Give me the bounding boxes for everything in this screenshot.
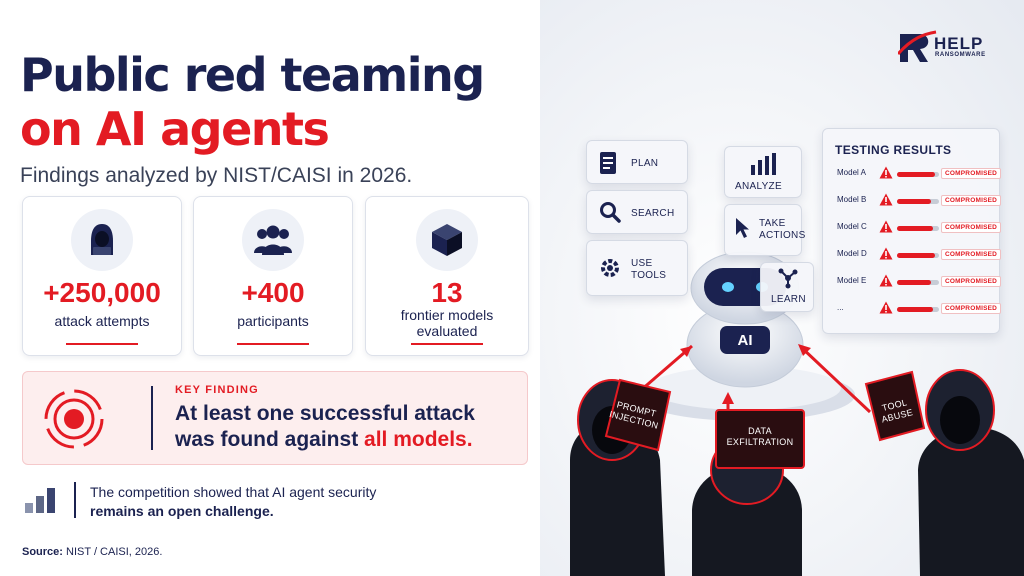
- stat-underline: [66, 343, 138, 345]
- source-label: Source:: [22, 546, 63, 558]
- warning-icon: [879, 301, 893, 314]
- status-badge: COMPROMISED: [941, 303, 1002, 314]
- attack-label-line: DATA: [748, 426, 772, 436]
- page-title-line2: on AI agents: [20, 102, 330, 156]
- status-badge: COMPROMISED: [941, 276, 1002, 287]
- panel-take-actions: TAKE ACTIONS: [724, 204, 805, 256]
- panel-plan: PLAN: [586, 140, 688, 184]
- model-name: Model C: [837, 222, 867, 231]
- help-ransomware-logo: HELP RANSOMWARE: [896, 28, 985, 69]
- divider: [151, 386, 153, 450]
- document-icon: [600, 152, 616, 174]
- key-finding-highlight: all models.: [364, 428, 473, 451]
- testing-results-title: TESTING RESULTS: [835, 143, 952, 157]
- stat-value: +250,000: [43, 277, 161, 308]
- warning-icon: [879, 220, 893, 233]
- warning-icon: [879, 193, 893, 206]
- warning-icon: [879, 274, 893, 287]
- panel-learn: LEARN: [760, 262, 814, 312]
- testing-results-row: Model B COMPROMISED: [837, 192, 1002, 212]
- logo-text: HELP: [934, 34, 984, 53]
- bar-chart-icon: [25, 488, 55, 513]
- cube-icon: [416, 209, 478, 271]
- panel-search: SEARCH: [586, 190, 688, 234]
- key-finding-line1: At least one successful attack: [175, 402, 475, 425]
- warning-icon: [879, 247, 893, 260]
- page-title-line1: Public red teaming: [20, 48, 485, 102]
- model-name: ...: [837, 303, 844, 312]
- cursor-icon: [736, 218, 749, 238]
- stat-value: 13: [431, 277, 463, 308]
- key-finding-line2-prefix: was found against: [175, 428, 365, 451]
- stat-value: +400: [241, 277, 305, 308]
- network-icon: [778, 268, 798, 289]
- stat-label: participants: [237, 313, 309, 329]
- risk-bar: [897, 226, 939, 231]
- panel-label-line1: USE: [631, 258, 653, 269]
- stat-card-participants: +400 participants: [193, 196, 353, 356]
- warning-icon: [879, 166, 893, 179]
- hacker-icon: [71, 209, 133, 271]
- testing-results-row: Model E COMPROMISED: [837, 273, 1002, 293]
- panel-analyze: ANALYZE: [724, 146, 802, 198]
- source-note: Source: NIST / CAISI, 2026.: [22, 546, 162, 558]
- model-name: Model A: [837, 168, 866, 177]
- stat-underline: [411, 343, 483, 345]
- panel-label-line2: ACTIONS: [759, 230, 806, 241]
- panel-use-tools: USE TOOLS: [586, 240, 688, 296]
- logo-mark-icon: [896, 30, 937, 62]
- status-badge: COMPROMISED: [941, 222, 1002, 233]
- model-name: Model D: [837, 249, 867, 258]
- testing-results-row: Model C COMPROMISED: [837, 219, 1002, 239]
- stat-label-line2: evaluated: [416, 323, 478, 339]
- bar-chart-icon: [751, 153, 776, 175]
- stat-underline: [237, 343, 309, 345]
- status-badge: COMPROMISED: [941, 249, 1002, 260]
- testing-results-row: Model A COMPROMISED: [837, 165, 1002, 185]
- source-text: NIST / CAISI, 2026.: [62, 546, 163, 558]
- target-icon: [44, 389, 104, 449]
- search-icon: [600, 202, 621, 223]
- panel-label-line1: TAKE: [759, 218, 786, 229]
- stat-card-attempts: +250,000 attack attempts: [22, 196, 182, 356]
- attack-label-line: EXFILTRATION: [726, 437, 794, 447]
- panel-label: PLAN: [631, 158, 659, 169]
- stat-label: attack attempts: [54, 313, 150, 329]
- participants-icon: [242, 209, 304, 271]
- panel-label: ANALYZE: [735, 181, 782, 192]
- status-badge: COMPROMISED: [941, 168, 1002, 179]
- key-finding-kicker: KEY FINDING: [175, 384, 259, 396]
- key-finding-box: KEY FINDING At least one successful atta…: [22, 371, 528, 465]
- robot-label: AI: [737, 332, 753, 349]
- conclusion-line1: The competition showed that AI agent sec…: [90, 484, 377, 500]
- risk-bar: [897, 172, 939, 177]
- panel-label: SEARCH: [631, 208, 675, 219]
- conclusion-line2: remains an open challenge.: [90, 503, 274, 519]
- infographic-left-column: Public red teaming on AI agents Findings…: [20, 48, 529, 558]
- testing-results-row: ... COMPROMISED: [837, 300, 1002, 320]
- panel-label: LEARN: [771, 294, 806, 305]
- stat-card-models: 13 frontier models evaluated: [365, 196, 529, 356]
- panel-label-line2: TOOLS: [631, 270, 667, 281]
- divider: [74, 482, 76, 518]
- status-badge: COMPROMISED: [941, 195, 1002, 206]
- attack-label-data-exfiltration: DATA EXFILTRATION: [724, 426, 796, 448]
- stat-label-line1: frontier models: [400, 307, 494, 323]
- model-name: Model B: [837, 195, 867, 204]
- risk-bar: [897, 280, 939, 285]
- gear-icon: [601, 259, 619, 277]
- logo-subtext: RANSOMWARE: [935, 52, 986, 58]
- key-finding-line2: was found against all models.: [175, 428, 473, 452]
- risk-bar: [897, 307, 939, 312]
- stat-label: frontier models evaluated: [366, 307, 528, 339]
- page-subtitle: Findings analyzed by NIST/CAISI in 2026.: [20, 164, 413, 187]
- testing-results-row: Model D COMPROMISED: [837, 246, 1002, 266]
- illustration: PROMPT INJECTION DATA EXFILTRATION TOOL …: [540, 0, 1024, 576]
- model-name: Model E: [837, 276, 867, 285]
- risk-bar: [897, 199, 939, 204]
- risk-bar: [897, 253, 939, 258]
